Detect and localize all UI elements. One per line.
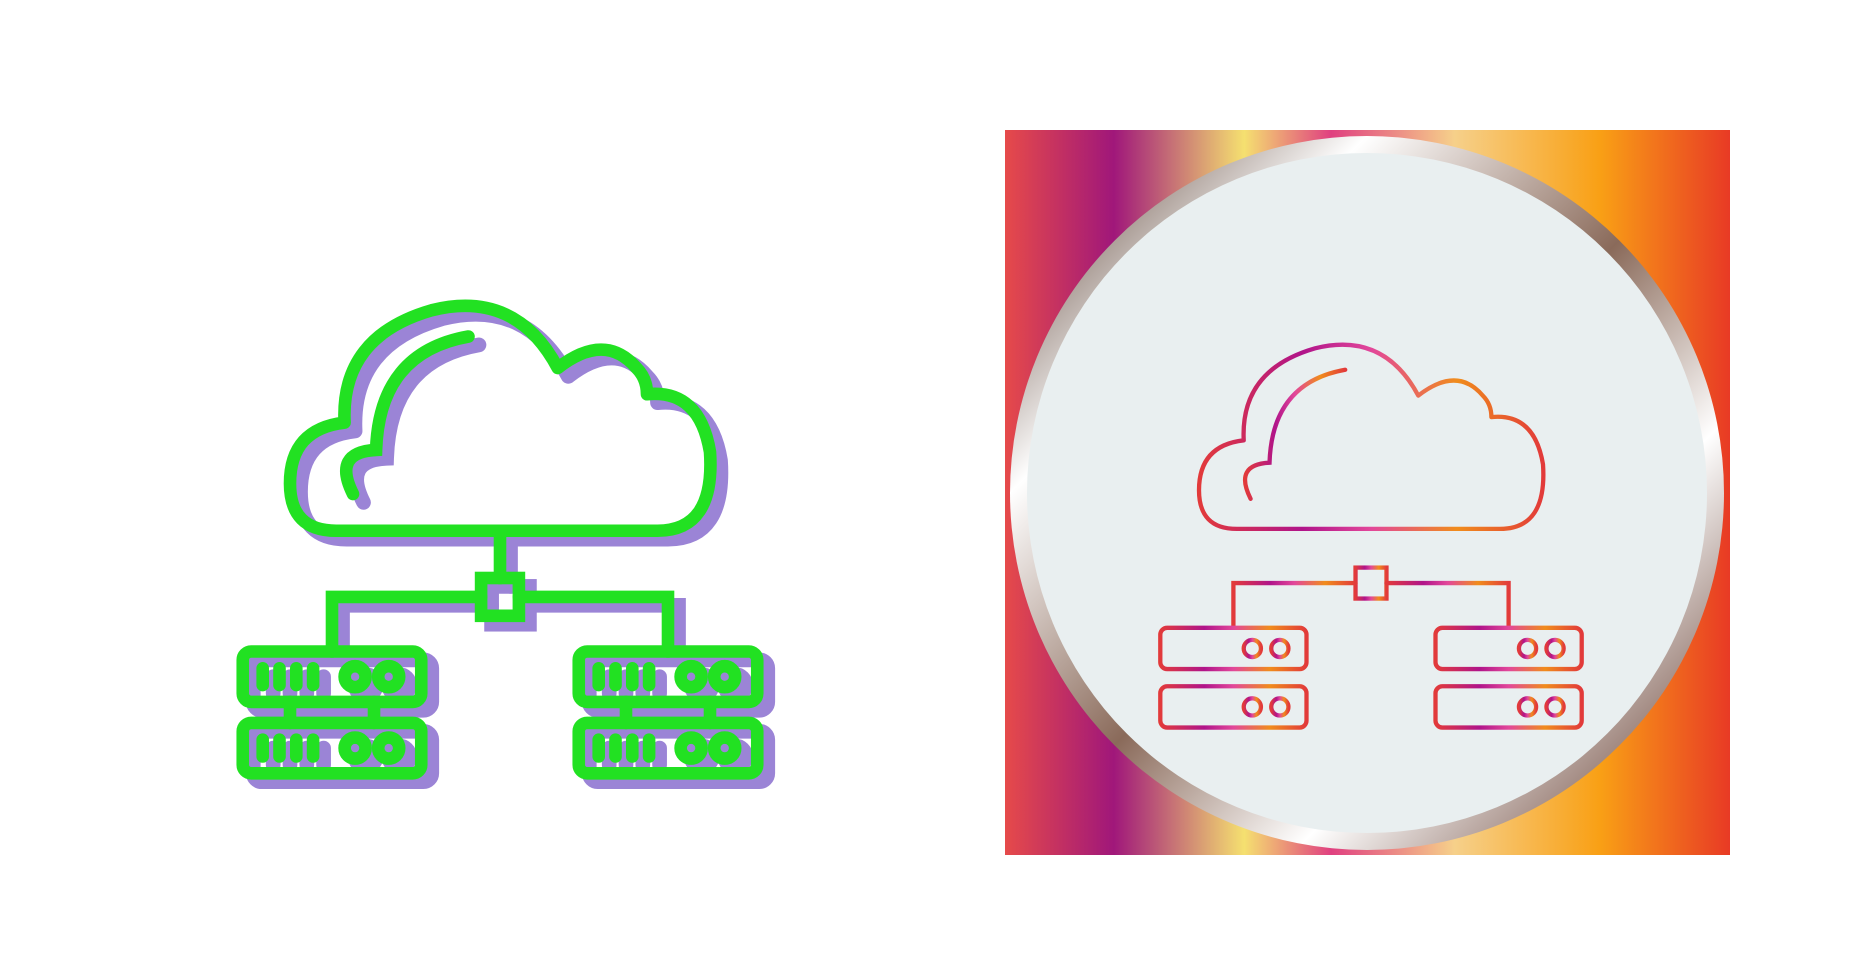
cloud-network-icon-gradient-badge [1005, 130, 1730, 855]
cloud-network-icon-green [243, 306, 768, 782]
cloud-network-shadow [253, 314, 768, 781]
badge-circle [1027, 153, 1707, 833]
